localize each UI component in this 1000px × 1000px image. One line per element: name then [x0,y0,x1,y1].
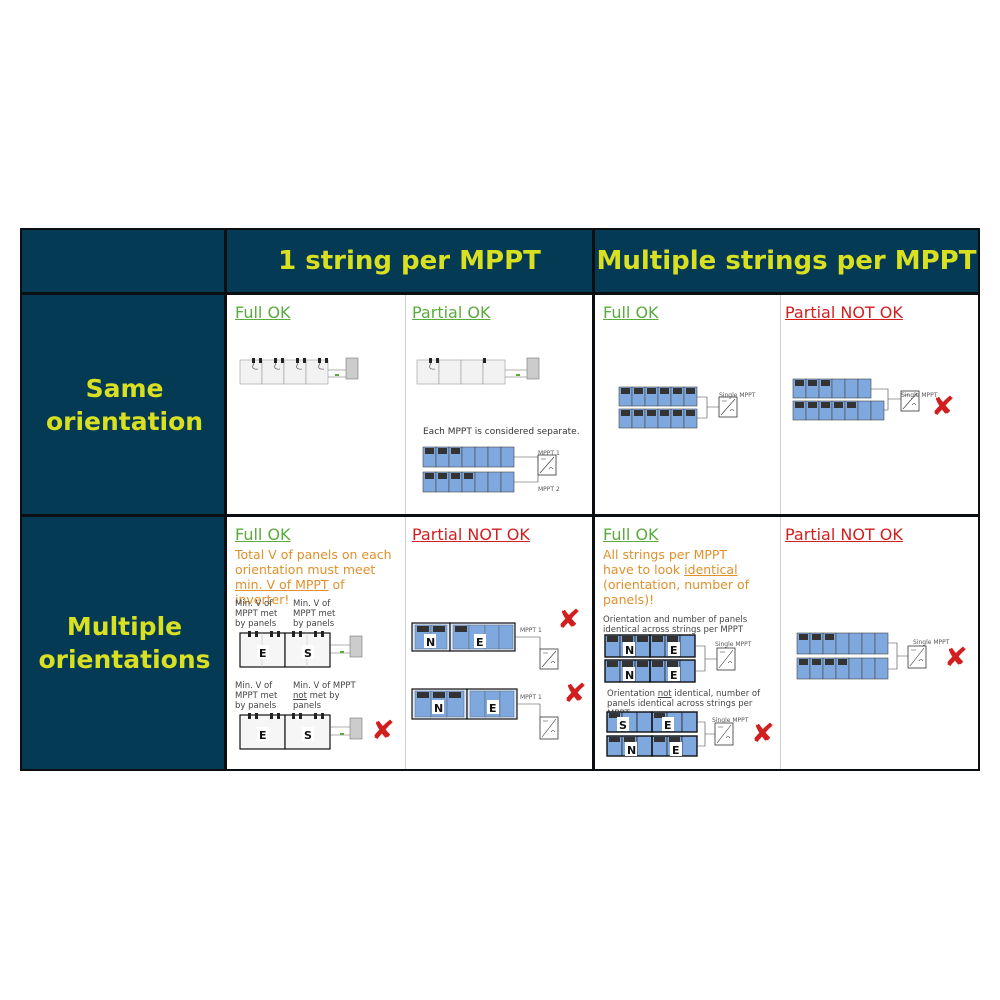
cell-title: Full OK [603,303,659,322]
comparison-grid: 1 string per MPPT Multiple strings per M… [20,228,980,771]
identical-strings-diagram: N E N E [604,634,736,683]
orientation-letter: E [664,719,672,732]
not-ok-cross-icon: ✘ [562,679,587,709]
inverter-label: Single MPPT [913,639,950,646]
not-ok-cross-icon: ✘ [370,716,395,746]
grid-divider [22,292,978,295]
east-south-not-met-diagram: E S [239,713,363,750]
cell-title: Partial NOT OK [785,525,903,544]
orientation-letter: E [489,702,497,715]
panel-label: Min. V of MPPT met by panels [235,599,278,629]
cell-title: Partial OK [412,303,491,322]
north-east-single-string-2: N E [411,688,559,740]
cell-single-same: Full OK Partial OK Each MPPT is consi [227,295,592,514]
panel-label: Min. V of MPPT met by panels [235,681,278,711]
orientation-letter: E [476,636,484,649]
orientation-letter: E [259,647,267,660]
cell-divider [780,295,781,514]
grid-divider [592,230,595,769]
row-header-same-orientation: Same orientation [45,373,204,436]
two-mppt-diagram [422,446,557,493]
not-ok-cross-icon: ✘ [556,605,581,635]
two-strings-same-orientation [618,386,738,429]
panel-label: Min. V of MPPT not met by panels [293,681,356,711]
not-ok-cross-icon: ✘ [930,392,955,422]
cell-title: Full OK [235,303,291,322]
orientation-letter: N [627,744,636,757]
partial-ok-string-diagram [416,357,540,385]
orientation-letter: N [434,702,443,715]
orientation-letter: S [304,647,312,660]
not-ok-cross-icon: ✘ [750,719,775,749]
orientation-letter: N [625,669,634,682]
diagram-caption: Orientation and number of panels identic… [603,615,748,635]
column-header-multiple-strings: Multiple strings per MPPT [596,245,977,276]
orientation-letter: E [670,669,678,682]
identical-strings-note: All strings per MPPT have to look identi… [603,547,750,607]
inverter-label: Single MPPT [901,392,938,399]
cell-divider [405,295,406,514]
mppt-label: MPPT 1 [538,450,560,457]
orientation-letter: N [426,636,435,649]
full-ok-string-diagram [239,357,359,385]
mppt-caption: Each MPPT is considered separate. [423,427,580,437]
inverter-label: Single MPPT [719,392,756,399]
not-ok-cross-icon: ✘ [943,643,968,673]
cell-divider [780,517,781,769]
cell-title: Partial NOT OK [785,303,903,322]
cell-divider [405,517,406,769]
orientation-letter: E [670,644,678,657]
grid-divider [22,514,978,517]
mppt-label: MPPT 1 [520,694,542,701]
north-east-single-string: N E [411,622,559,670]
inverter-label: Single MPPT [715,641,752,648]
panel-label: Min. V of MPPT met by panels [293,599,336,629]
cell-title: Full OK [603,525,659,544]
cell-title: Partial NOT OK [412,525,530,544]
non-identical-strings-diagram: S E N E [606,711,734,757]
orientation-letter: E [672,744,680,757]
orientation-letter: S [619,719,627,732]
two-strings-partial-shading-multi [796,632,927,680]
cell-single-multiple: Full OK Total V of panels on each orient… [227,517,592,769]
cell-multiple-same: Full OK Single MPPT Partial NOT OK Singl… [595,295,978,514]
mppt-label: MPPT 1 [520,627,542,634]
voltage-note: Total V of panels on each orientation mu… [235,547,392,607]
east-south-met-diagram: E S [239,631,363,668]
inverter-label: Single MPPT [712,717,749,724]
orientation-letter: E [259,729,267,742]
column-header-single-string: 1 string per MPPT [278,245,541,276]
two-strings-partial-shading [792,378,920,421]
cell-title: Full OK [235,525,291,544]
cell-multiple-multiple: Full OK All strings per MPPT have to loo… [595,517,978,769]
mppt-label: MPPT 2 [538,486,560,493]
orientation-letter: N [625,644,634,657]
orientation-letter: S [304,729,312,742]
row-header-multiple-orientations: Multiple orientations [38,612,211,674]
grid-divider [224,230,227,769]
